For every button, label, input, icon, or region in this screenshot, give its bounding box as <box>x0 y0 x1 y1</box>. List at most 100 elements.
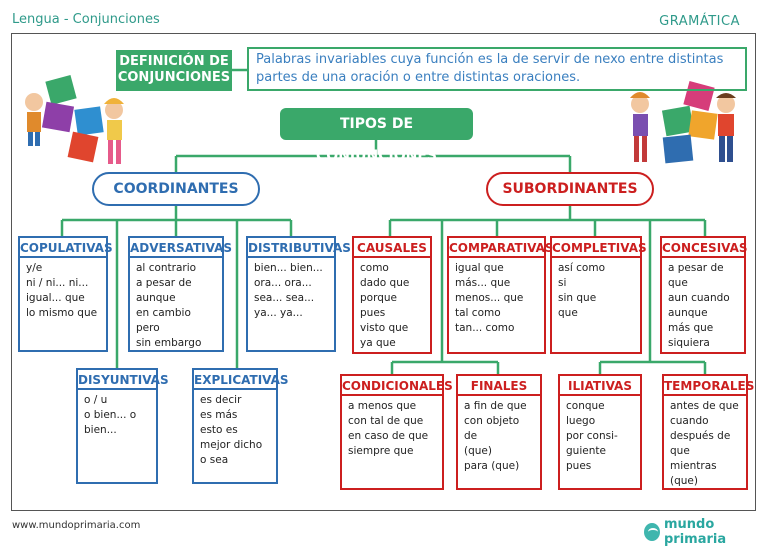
category-adversativas: ADVERSATIVAS al contrario a pesar de aunqu… <box>128 236 232 354</box>
conjunction-item: guiente <box>566 445 606 457</box>
types-title: TIPOS DE CONJUNCIONES <box>280 108 473 164</box>
footer-url[interactable]: www.mundoprimaria.com <box>12 520 141 531</box>
category-copulativas: COPULATIVAS y/e ni / ni... ni... igual... … <box>18 236 113 352</box>
conjunction-item: es más <box>200 409 238 421</box>
definition-label: DEFINICIÓN DE CONJUNCIONES <box>116 50 232 91</box>
conjunction-item: a menos que <box>348 400 417 412</box>
conjunction-item: luego <box>566 415 596 427</box>
category-items: conque luego por consi-guiente pues <box>560 396 640 477</box>
category-condicionales: CONDICIONALES a menos que con tal de que e… <box>340 374 453 490</box>
conjunction-item: ya que <box>360 337 396 349</box>
conjunction-item: por consi- <box>566 430 618 442</box>
conjunction-item: menos... que <box>455 292 524 304</box>
category-items: al contrario a pesar de aunque en cambio per… <box>130 258 222 354</box>
conjunction-item: o bien... o <box>84 409 137 421</box>
conjunction-item: a pesar de <box>136 277 192 289</box>
puzzle-kids-illustration-right <box>630 81 736 164</box>
conjunction-item: dado que <box>360 277 410 289</box>
category-items: y/e ni / ni... ni... igual... que lo mismo … <box>20 258 106 324</box>
conjunction-item: ya... ya... <box>254 307 303 319</box>
conjunction-item: después de que <box>670 430 731 457</box>
category-items: a menos que con tal de que en caso de que s… <box>342 396 442 462</box>
category-items: antes de que cuando después de que mientras… <box>664 396 746 492</box>
conjunction-item: al contrario <box>136 262 197 274</box>
category-title: COMPLETIVAS <box>552 238 647 258</box>
conjunction-item: conque <box>566 400 605 412</box>
category-concesivas: CONCESIVAS a pesar de que aun cuando aunque… <box>660 236 748 354</box>
conjunction-item: bien... bien... <box>254 262 323 274</box>
category-title: COMPARATIVAS <box>449 238 554 258</box>
category-title: FINALES <box>458 376 540 396</box>
puzzle-kids-illustration-left <box>25 75 124 164</box>
conjunction-item: aunque <box>668 307 708 319</box>
conjunction-item: igual que <box>455 262 504 274</box>
conjunction-item: siempre que <box>348 445 414 457</box>
conjunction-item: mientras (que) <box>670 460 717 487</box>
conjunction-item: mejor dicho <box>200 439 263 451</box>
conjunction-item: en caso de que <box>348 430 429 442</box>
category-items: bien... bien...ora... ora...sea... sea..… <box>248 258 334 324</box>
conjunction-item: si <box>558 277 567 289</box>
conjunction-item: así como <box>558 262 606 274</box>
category-items: así como si sin que que <box>552 258 640 324</box>
conjunction-item: tan... como <box>455 322 515 334</box>
conjunction-item: pero <box>136 322 160 334</box>
conjunction-item: lo mismo que <box>26 307 98 319</box>
coordinantes-pill: COORDINANTES <box>92 172 260 206</box>
conjunction-item: para (que) <box>464 460 520 472</box>
conjunction-item: que <box>558 307 578 319</box>
conjunction-item: tal como <box>455 307 501 319</box>
conjunction-item: aun cuando <box>668 292 730 304</box>
conjunction-item: pues <box>360 307 386 319</box>
category-items: a pesar de que aun cuando aunque más que siqu… <box>662 258 744 354</box>
conjunction-item: igual... que <box>26 292 85 304</box>
conjunction-item: cuando <box>670 415 709 427</box>
category-items: como dado que porque pues visto que ya que <box>354 258 430 354</box>
header-subject: Lengua - Conjunciones <box>12 12 160 27</box>
conjunction-item: sea... sea... <box>254 292 315 304</box>
category-title: CAUSALES <box>354 238 430 258</box>
category-distributivas: DISTRIBUTIVAS bien... bien...ora... ora.… <box>246 236 351 352</box>
conjunction-item: aunque <box>136 292 176 304</box>
category-title: ADVERSATIVAS <box>130 238 232 258</box>
category-title: EXPLICATIVAS <box>194 370 289 390</box>
conjunction-item: a pesar de <box>668 262 724 274</box>
conjunction-item: como <box>360 262 389 274</box>
conjunction-item: visto que <box>360 322 409 334</box>
conjunction-item: con tal de que <box>348 415 424 427</box>
category-title: COPULATIVAS <box>20 238 113 258</box>
conjunction-item: porque <box>360 292 398 304</box>
globe-icon <box>644 523 660 541</box>
conjunction-item: o / u <box>84 394 108 406</box>
category-causales: CAUSALES como dado que porque pues visto que… <box>352 236 432 354</box>
conjunction-item: a fin de que <box>464 400 527 412</box>
conjunction-item: sin que <box>558 292 597 304</box>
conjunction-item: o sea <box>200 454 229 466</box>
conjunction-item: sin embargo <box>136 337 202 349</box>
category-title: CONCESIVAS <box>662 238 748 258</box>
conjunction-item: (que) <box>464 445 492 457</box>
header-section: GRAMÁTICA <box>659 14 740 29</box>
conjunction-item: que <box>668 277 688 289</box>
conjunction-item: ni / ni... ni... <box>26 277 89 289</box>
conjunction-item: bien... <box>84 424 117 436</box>
conjunction-item: siquiera <box>668 337 710 349</box>
category-items: o / u o bien... o bien... <box>78 390 156 441</box>
subordinantes-pill: SUBORDINANTES <box>486 172 654 206</box>
conjunction-item: en cambio <box>136 307 191 319</box>
conjunction-item: pues <box>566 460 592 472</box>
content-frame <box>11 33 756 511</box>
conjunction-item: más que <box>668 322 714 334</box>
conjunction-item: antes de que <box>670 400 739 412</box>
conjunction-item: y/e <box>26 262 43 274</box>
category-title: CONDICIONALES <box>342 376 453 396</box>
